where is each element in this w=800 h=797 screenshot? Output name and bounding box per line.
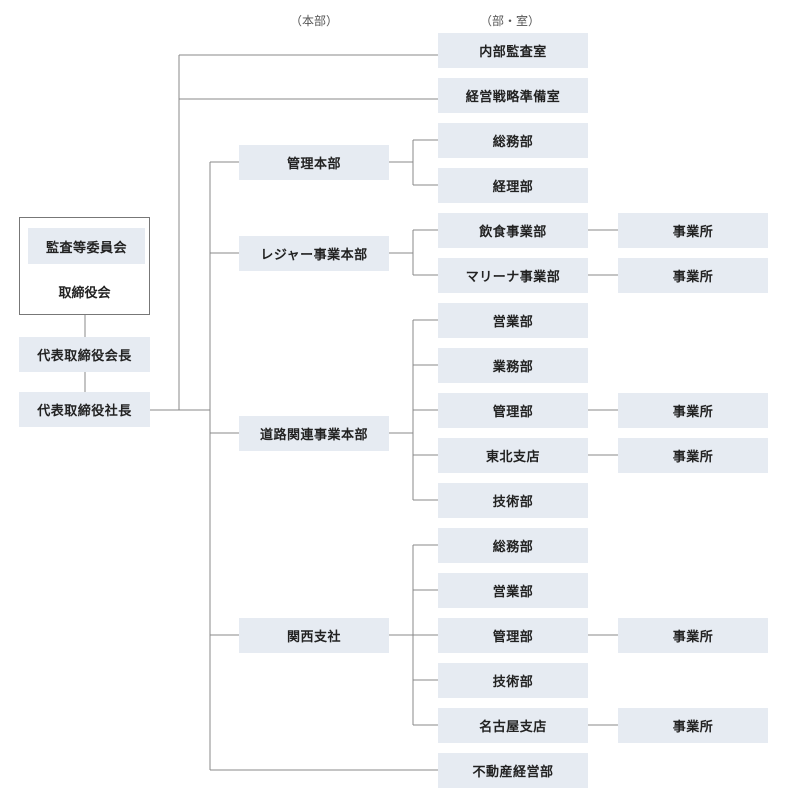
- office-marina-box: 事業所: [618, 258, 768, 293]
- dept-kansai-tech-box: 技術部: [438, 663, 588, 698]
- header-honbu: （本部）: [290, 14, 339, 28]
- board-group: 監査等委員会 取締役会: [19, 217, 150, 315]
- dept-real-estate-box: 不動産経営部: [438, 753, 588, 788]
- internal-audit-box: 内部監査室: [438, 33, 588, 68]
- office-tohoku-box: 事業所: [618, 438, 768, 473]
- dept-road-operations-box: 業務部: [438, 348, 588, 383]
- dept-leisure-food-box: 飲食事業部: [438, 213, 588, 248]
- dept-kansai-nagoya-box: 名古屋支店: [438, 708, 588, 743]
- office-kansai-admin-box: 事業所: [618, 618, 768, 653]
- dept-kansai-general-box: 総務部: [438, 528, 588, 563]
- president-box: 代表取締役社長: [19, 392, 150, 427]
- office-nagoya-box: 事業所: [618, 708, 768, 743]
- header-bu-shitsu: （部・室）: [480, 14, 541, 28]
- dept-admin-general-box: 総務部: [438, 123, 588, 158]
- audit-committee-box: 監査等委員会: [28, 228, 145, 264]
- dept-kansai-admin-box: 管理部: [438, 618, 588, 653]
- board-of-directors-label: 取締役会: [58, 286, 111, 301]
- office-road-admin-box: 事業所: [618, 393, 768, 428]
- division-leisure-box: レジャー事業本部: [239, 236, 389, 271]
- division-admin-box: 管理本部: [239, 145, 389, 180]
- chairman-box: 代表取締役会長: [19, 337, 150, 372]
- dept-kansai-sales-box: 営業部: [438, 573, 588, 608]
- dept-road-tohoku-box: 東北支店: [438, 438, 588, 473]
- dept-road-sales-box: 営業部: [438, 303, 588, 338]
- dept-road-tech-box: 技術部: [438, 483, 588, 518]
- office-food-box: 事業所: [618, 213, 768, 248]
- division-kansai-box: 関西支社: [239, 618, 389, 653]
- division-road-box: 道路関連事業本部: [239, 416, 389, 451]
- dept-road-admin-box: 管理部: [438, 393, 588, 428]
- strategy-prep-box: 経営戦略準備室: [438, 78, 588, 113]
- dept-leisure-marina-box: マリーナ事業部: [438, 258, 588, 293]
- dept-admin-accounting-box: 経理部: [438, 168, 588, 203]
